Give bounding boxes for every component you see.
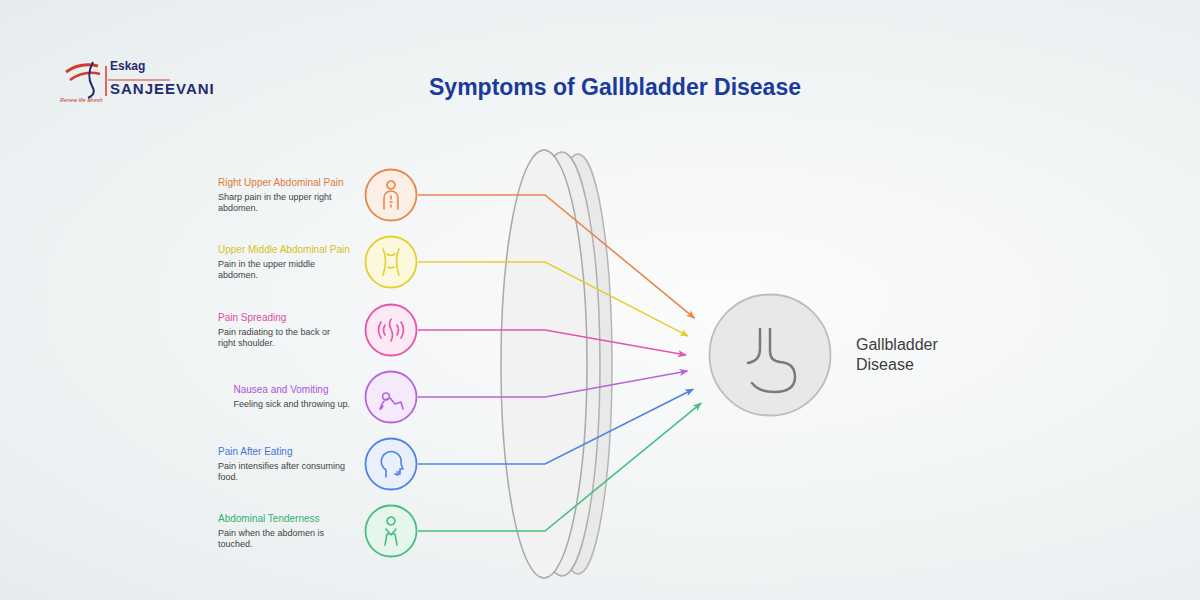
node-heading: Abdominal Tenderness: [218, 513, 350, 526]
circle-outline: [364, 437, 418, 491]
symptom-icon: [384, 181, 398, 209]
brand-swoosh: [66, 65, 98, 72]
circle-shape: [366, 372, 417, 423]
node-heading: Right Upper Abdominal Pain: [218, 177, 350, 190]
node-text-group: Pain After EatingPain intensifies after …: [218, 446, 350, 483]
symptom-icon: [383, 249, 399, 275]
node-text-group: Abdominal TendernessPain when the abdome…: [218, 513, 350, 550]
node-text-group: Upper Middle Abdominal PainPain in the u…: [218, 244, 350, 281]
symptom-icon: [380, 393, 403, 409]
lens-illustration: [501, 150, 612, 578]
node-description: Pain in the upper middle abdomen.: [218, 258, 350, 281]
arrow-connector: [418, 330, 686, 355]
node-heading: Upper Middle Abdominal Pain: [218, 244, 350, 257]
symptom-circle: Upper Middle Abdominal PainPain in the u…: [364, 235, 418, 289]
circle-outline: [364, 504, 418, 558]
node-text-group: Right Upper Abdominal PainSharp pain in …: [218, 177, 350, 214]
node-text-group: Nausea and VomitingFeeling sick and thro…: [233, 384, 350, 410]
brand-name: SANJEEVANI: [110, 81, 215, 96]
symptom-circle: Pain After EatingPain intensifies after …: [364, 437, 418, 491]
arrow-connector: [418, 371, 688, 397]
arrow-connector: [418, 262, 688, 336]
node-heading: Nausea and Vomiting: [233, 384, 350, 397]
symptom-circle: Right Upper Abdominal PainSharp pain in …: [364, 168, 418, 222]
node-text-group: Pain SpreadingPain radiating to the back…: [218, 312, 350, 349]
circle-shape: [366, 237, 417, 288]
symptom-icon: [385, 517, 397, 545]
symptom-circle: Pain SpreadingPain radiating to the back…: [364, 303, 418, 357]
node-description: Pain when the abdomen is touched.: [218, 527, 350, 550]
node-heading: Pain Spreading: [218, 312, 350, 325]
arrow-connector: [418, 389, 693, 464]
circle-shape: [366, 170, 417, 221]
condition-circle: Gallbladder Disease: [708, 293, 832, 417]
circle-shape: [366, 305, 417, 356]
symptom-circle: Abdominal TendernessPain when the abdome…: [364, 504, 418, 558]
arrow-connector: [418, 403, 701, 531]
lens-front: [501, 150, 587, 578]
diagram-title: Symptoms of Gallbladder Disease: [429, 74, 801, 101]
brand-name: Eskag: [110, 60, 145, 72]
circle-outline: [708, 293, 832, 417]
arrow-connector: [418, 195, 695, 318]
stomach-icon: [748, 329, 795, 392]
circle-shape: [710, 295, 831, 416]
node-heading: Pain After Eating: [218, 446, 350, 459]
node-heading: Gallbladder Disease: [856, 335, 966, 375]
brand-figure: [88, 62, 94, 98]
symptom-circle: Nausea and VomitingFeeling sick and thro…: [364, 370, 418, 424]
circle-shape: [366, 506, 417, 557]
circle-shape: [366, 439, 417, 490]
circle-outline: [364, 303, 418, 357]
node-description: Sharp pain in the upper right abdomen.: [218, 191, 350, 214]
brand-divider: [105, 66, 107, 96]
circle-outline: [364, 235, 418, 289]
symptom-icon: [379, 319, 404, 341]
node-text-group: Gallbladder Disease: [856, 335, 966, 375]
brand-swoosh: [70, 73, 100, 80]
node-description: Feeling sick and throwing up.: [233, 399, 350, 410]
node-description: Pain radiating to the back or right shou…: [218, 326, 350, 349]
circle-outline: [364, 370, 418, 424]
brand-tagline: Renew life afresh: [60, 98, 103, 104]
node-description: Pain intensifies after consuming food.: [218, 460, 350, 483]
symptom-icon: [381, 452, 403, 477]
circle-outline: [364, 168, 418, 222]
